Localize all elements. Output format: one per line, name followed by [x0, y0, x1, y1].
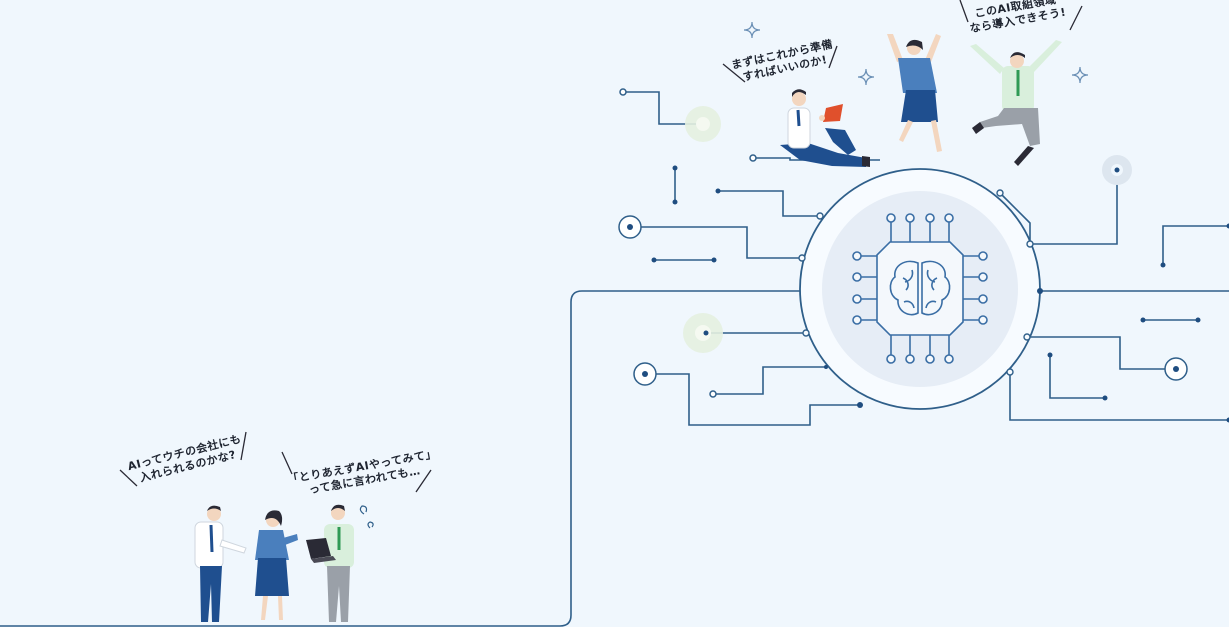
person-sitting	[780, 89, 870, 167]
worry-swirl-icon	[359, 505, 374, 529]
person-woman-middle	[255, 510, 298, 620]
brain-chip-icon	[852, 213, 988, 364]
bubble-strokes	[119, 0, 1083, 493]
sparkle-icon	[743, 21, 1089, 86]
person-man-left	[194, 505, 247, 622]
laptop-icon	[306, 538, 336, 563]
person-woman-jumping	[887, 34, 942, 152]
circuit-nodes	[618, 88, 1229, 423]
glow-halos	[683, 106, 1132, 353]
person-man-right	[306, 504, 374, 622]
person-man-jumping	[970, 40, 1062, 166]
circuit-lines	[0, 91, 1229, 627]
